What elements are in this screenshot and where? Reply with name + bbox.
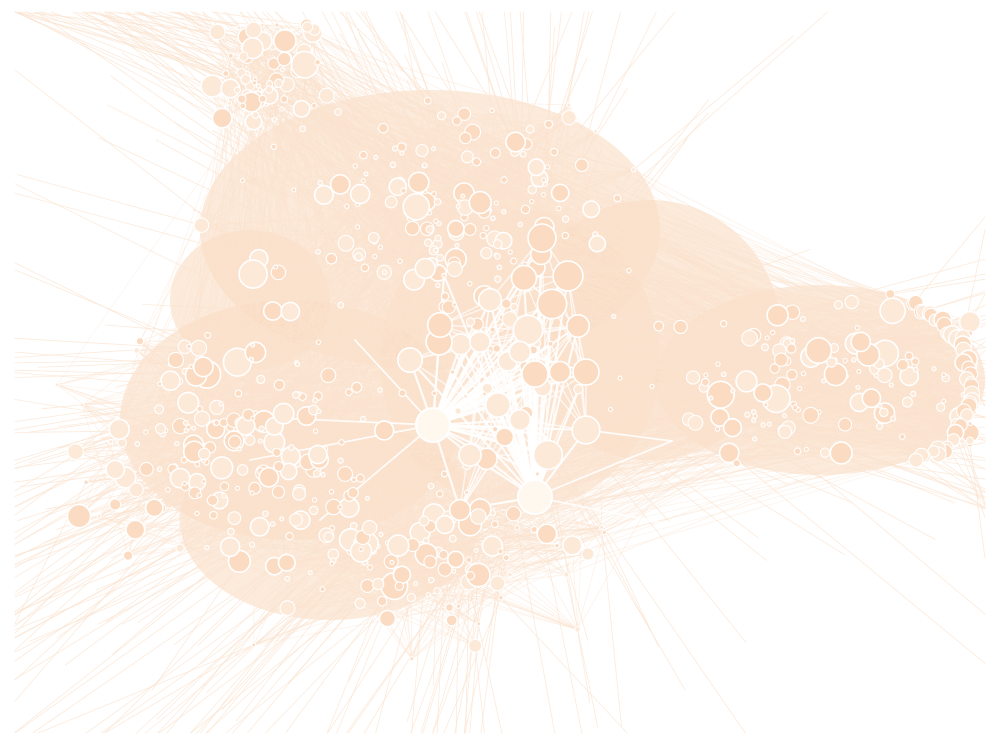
edge	[509, 574, 578, 630]
edge	[969, 443, 986, 559]
edge	[427, 100, 531, 130]
edge	[14, 438, 118, 516]
edge	[75, 359, 177, 452]
edge	[253, 605, 459, 646]
edge	[273, 146, 358, 228]
edge	[525, 169, 634, 210]
edge	[458, 375, 910, 607]
edge	[185, 341, 319, 424]
edge	[261, 24, 308, 28]
edge	[14, 477, 181, 578]
edge	[492, 512, 567, 575]
edge	[266, 103, 738, 464]
edge	[118, 428, 225, 487]
edge	[266, 103, 718, 430]
edge	[196, 491, 279, 514]
edge	[104, 644, 255, 734]
edge	[468, 540, 544, 561]
edge	[56, 346, 190, 386]
edge	[382, 127, 618, 199]
edge	[75, 451, 280, 467]
edge	[463, 113, 555, 153]
edge	[273, 146, 401, 183]
edge	[617, 11, 828, 199]
edge	[565, 574, 599, 729]
edge	[146, 468, 208, 548]
edge	[633, 35, 795, 171]
edge	[14, 546, 231, 680]
edge	[516, 527, 556, 734]
edge	[543, 373, 725, 542]
edge	[37, 644, 255, 734]
edge	[358, 254, 467, 493]
edge	[198, 347, 319, 397]
edge	[56, 384, 187, 431]
edge	[427, 100, 570, 106]
edge	[198, 347, 342, 443]
edge	[286, 562, 403, 576]
edge	[78, 380, 171, 517]
edge	[273, 146, 316, 401]
edge	[603, 532, 659, 647]
